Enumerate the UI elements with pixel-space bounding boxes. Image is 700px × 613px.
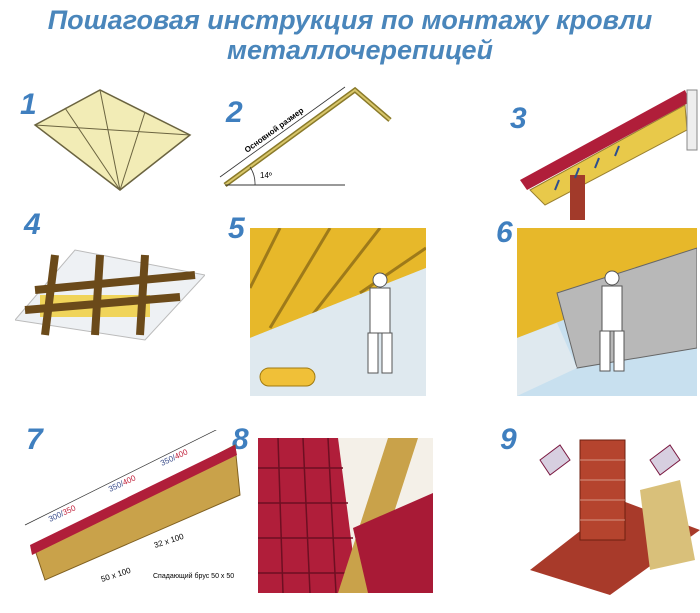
step-number-2: 2 [226, 96, 243, 129]
step3-ventilation-diagram [520, 89, 698, 220]
step-number-7: 7 [26, 423, 43, 456]
step-number-3: 3 [510, 102, 527, 135]
eave-beam-label: Спадающий брус 50 x 50 [153, 572, 234, 580]
step9-chimney-flashing-illustration [530, 439, 700, 595]
step-number-8: 8 [232, 423, 249, 456]
step2-rafter-diagram: 14º Основной размер [219, 86, 392, 188]
step5-insulation-illustration [250, 228, 426, 396]
step6-membrane-illustration [517, 228, 697, 396]
angle-label: 14º [260, 171, 272, 180]
step-number-1: 1 [20, 88, 37, 121]
svg-text:350/400: 350/400 [159, 447, 190, 468]
step8-metal-tile-illustration [258, 438, 433, 593]
span2-max: 400 [121, 473, 137, 487]
step4-battens-diagram [15, 249, 205, 341]
span1-max: 350 [61, 503, 77, 517]
step1-roof-diagram [33, 89, 192, 191]
step-number-4: 4 [24, 208, 41, 241]
step-number-6: 6 [496, 216, 513, 249]
rafter-size-label: 50 x 100 [100, 566, 132, 584]
page-subtitle: металлочерепицей [227, 35, 493, 65]
span3-max: 400 [173, 447, 189, 461]
page-title: Пошаговая инструкция по монтажу кровли [47, 5, 653, 35]
batten-size-label: 32 x 100 [153, 532, 185, 550]
step7-batten-spacing-diagram: 300/350 350/400 350/400 32 x 100 50 x 10… [24, 430, 241, 584]
step-number-5: 5 [228, 212, 245, 245]
step-number-9: 9 [500, 423, 517, 456]
